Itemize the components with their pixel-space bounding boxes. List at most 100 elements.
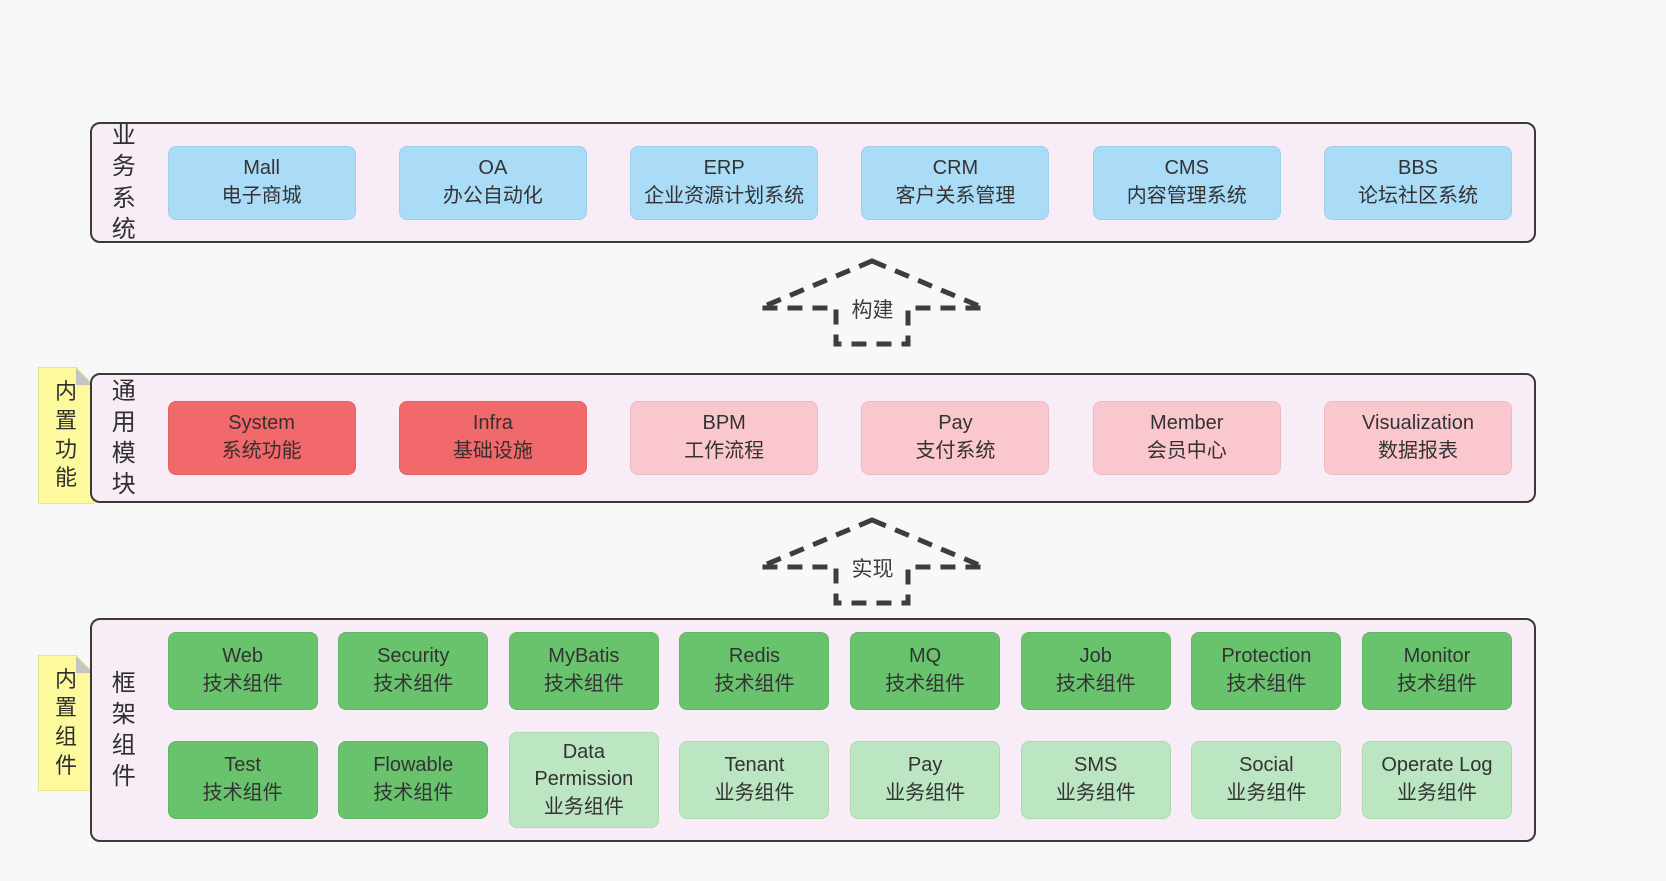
box-title: Flowable: [373, 754, 454, 777]
business-boxes: Mall 电子商城 OA 办公自动化 ERP 企业资源计划系统 CRM 客户关系…: [167, 145, 1512, 220]
band-framework-components: 框架组件 Web 技术组件 Security 技术组件 MyBatis 技术组件…: [90, 618, 1536, 842]
box-operate-log: Operate Log 业务组件: [1361, 741, 1512, 819]
box-subtitle: 业务组件: [1226, 782, 1307, 804]
arrow-build: 构建: [755, 256, 990, 348]
box-mall: Mall 电子商城: [167, 145, 356, 220]
box-pay-module: Pay 支付系统: [861, 401, 1050, 475]
box-subtitle: 企业资源计划系统: [644, 184, 805, 207]
band-components-label: 框架组件: [111, 669, 136, 791]
box-sms: SMS 业务组件: [1020, 741, 1171, 819]
box-subtitle: 业务组件: [543, 795, 624, 818]
box-oa: OA 办公自动化: [398, 145, 587, 220]
band-business-label: 业务系统: [111, 122, 136, 243]
box-title: Visualization: [1362, 412, 1474, 435]
arrow-implement-label: 实现: [847, 553, 898, 583]
box-job: Job 技术组件: [1020, 631, 1171, 710]
box-title: Redis: [728, 645, 781, 668]
box-title: Social: [1239, 754, 1294, 777]
arrow-implement: 实现: [755, 515, 990, 607]
box-subtitle: 技术组件: [373, 672, 454, 695]
box-subtitle: 业务组件: [1055, 782, 1136, 804]
dashed-up-arrow-icon: [759, 517, 985, 606]
box-title: Mall: [243, 156, 280, 179]
box-title: Infra: [472, 412, 513, 435]
box-mq: MQ 技术组件: [850, 631, 1001, 710]
box-title: Pay: [938, 412, 973, 435]
box-subtitle: 技术组件: [373, 782, 454, 804]
box-subtitle: 支付系统: [915, 440, 996, 462]
box-social: Social 业务组件: [1191, 741, 1342, 819]
box-subtitle: 技术组件: [714, 672, 795, 695]
sticky-built-in-components: 内置组件: [38, 655, 94, 791]
box-title: CMS: [1164, 156, 1209, 179]
module-boxes: System 系统功能 Infra 基础设施 BPM 工作流程 Pay 支付系统…: [167, 401, 1512, 475]
box-title: SMS: [1074, 754, 1118, 777]
box-infra: Infra 基础设施: [398, 401, 587, 475]
box-subtitle: 客户关系管理: [895, 184, 1016, 207]
box-subtitle: 数据报表: [1378, 440, 1458, 462]
box-title: Member: [1150, 412, 1224, 435]
box-subtitle: 电子商城: [221, 184, 302, 207]
box-subtitle: 会员中心: [1146, 440, 1227, 462]
box-title: Web: [222, 645, 263, 668]
box-mybatis: MyBatis 技术组件: [508, 631, 659, 710]
box-protection: Protection 技术组件: [1191, 631, 1342, 710]
box-web: Web 技术组件: [167, 631, 318, 710]
box-subtitle: 技术组件: [885, 672, 966, 695]
box-title: ERP: [703, 156, 745, 179]
sticky-built-in-features: 内置功能: [38, 367, 94, 504]
sticky-label: 内置功能: [54, 379, 77, 491]
box-title: Operate Log: [1381, 754, 1493, 777]
band-modules-label: 通用模块: [111, 377, 136, 499]
box-subtitle: 技术组件: [1055, 672, 1136, 695]
box-title: CRM: [932, 156, 979, 179]
box-title: MyBatis: [548, 645, 620, 668]
box-subtitle: 工作流程: [684, 440, 765, 462]
box-pay-component: Pay 业务组件: [850, 741, 1001, 819]
box-title: Security: [377, 645, 450, 668]
box-subtitle: 技术组件: [543, 672, 624, 695]
box-security: Security 技术组件: [338, 631, 489, 710]
box-title: BBS: [1397, 156, 1439, 179]
box-title: System: [228, 412, 295, 435]
box-flowable: Flowable 技术组件: [338, 741, 489, 819]
box-title: BPM: [702, 412, 746, 435]
arrow-build-label: 构建: [847, 294, 898, 324]
box-monitor: Monitor 技术组件: [1361, 631, 1512, 710]
box-data-permission: Data Permission 业务组件: [508, 731, 659, 829]
box-tenant: Tenant 业务组件: [679, 741, 830, 819]
box-subtitle: 技术组件: [1396, 672, 1477, 695]
box-title: Monitor: [1403, 645, 1471, 668]
box-title: Test: [224, 754, 261, 777]
box-redis: Redis 技术组件: [679, 631, 830, 710]
box-subtitle: 业务组件: [1396, 782, 1477, 804]
box-subtitle: 技术组件: [202, 672, 283, 695]
box-subtitle: 业务组件: [885, 782, 966, 804]
box-system: System 系统功能: [167, 401, 356, 475]
box-subtitle: 办公自动化: [442, 184, 543, 207]
box-test: Test 技术组件: [167, 741, 318, 819]
dashed-up-arrow-icon: [759, 258, 985, 347]
box-subtitle: 技术组件: [1226, 672, 1307, 695]
box-subtitle: 技术组件: [202, 782, 283, 804]
box-crm: CRM 客户关系管理: [861, 145, 1050, 220]
box-member: Member 会员中心: [1092, 401, 1281, 475]
box-title: Job: [1079, 645, 1112, 668]
box-bbs: BBS 论坛社区系统: [1324, 145, 1512, 220]
box-erp: ERP 企业资源计划系统: [630, 145, 819, 220]
box-title: Pay: [907, 754, 943, 777]
box-visualization: Visualization 数据报表: [1324, 401, 1512, 475]
box-bpm: BPM 工作流程: [630, 401, 819, 475]
box-cms: CMS 内容管理系统: [1092, 145, 1281, 220]
box-title: Protection: [1221, 645, 1312, 668]
box-title: Data Permission: [534, 740, 634, 791]
box-subtitle: 论坛社区系统: [1358, 184, 1478, 207]
box-title: OA: [478, 156, 508, 179]
band-business-systems: 业务系统 Mall 电子商城 OA 办公自动化 ERP 企业资源计划系统 CRM…: [90, 122, 1536, 243]
box-title: Tenant: [724, 754, 785, 777]
component-boxes: Web 技术组件 Security 技术组件 MyBatis 技术组件 Redi…: [167, 631, 1512, 829]
box-subtitle: 基础设施: [452, 440, 533, 462]
sticky-label: 内置组件: [54, 666, 77, 778]
box-title: MQ: [908, 645, 942, 668]
band-common-modules: 通用模块 System 系统功能 Infra 基础设施 BPM 工作流程 Pay…: [90, 373, 1536, 503]
